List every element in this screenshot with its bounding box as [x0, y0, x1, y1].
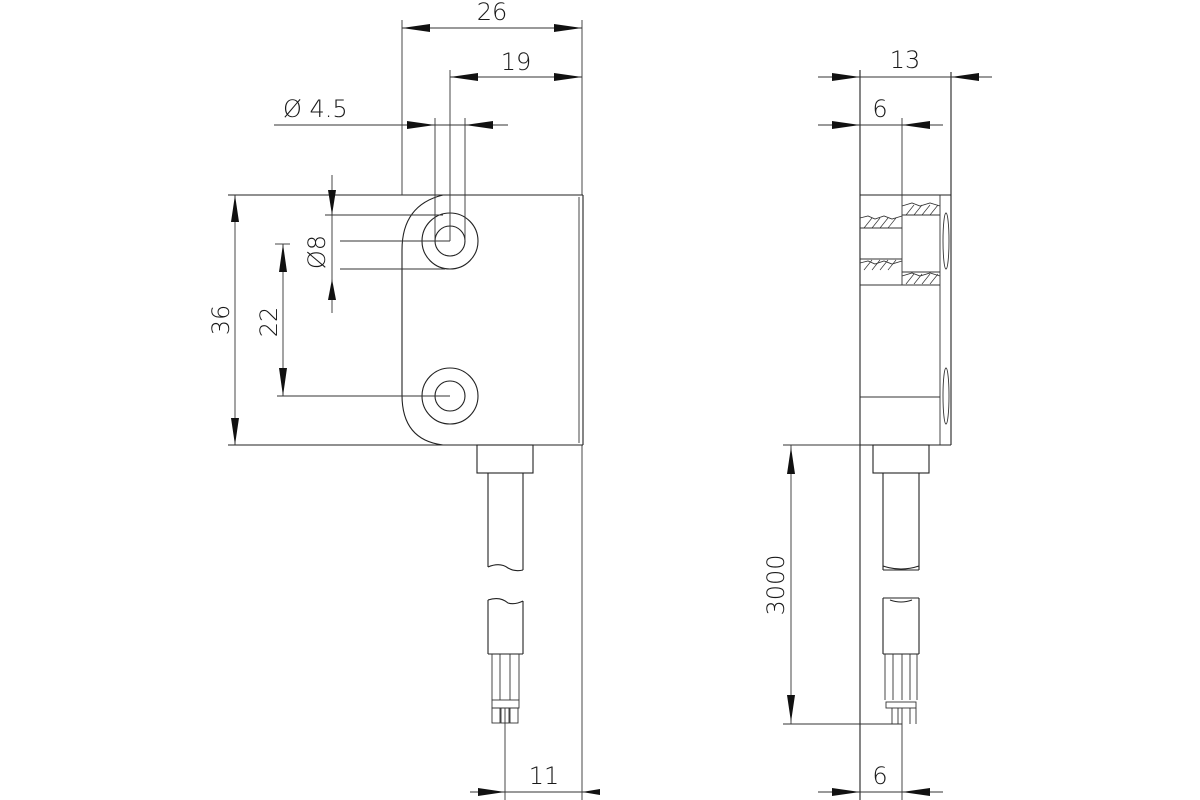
dim-label-6-bottom: 6: [872, 762, 887, 790]
dim-label-diameter-4-5: Ø 4.5: [283, 95, 348, 123]
side-view: 13 6 3000 6: [762, 46, 992, 800]
side-housing-body: [859, 70, 952, 800]
dimension-cable-length: 3000: [762, 444, 902, 725]
dim-label-36: 36: [207, 305, 235, 336]
cable-front: [476, 444, 534, 724]
front-view: 26 19 Ø 4.5 Ø8: [207, 0, 600, 800]
dimension-counterbore-diameter: Ø8: [303, 175, 450, 313]
dimension-overall-height: 36: [207, 195, 239, 445]
dimension-step-depth: 6: [818, 95, 943, 129]
dimension-hole-spacing: 22: [255, 243, 450, 397]
dim-label-13: 13: [890, 46, 921, 74]
dim-label-diameter-8: Ø8: [303, 235, 331, 269]
dim-label-3000: 3000: [762, 554, 790, 615]
dimension-hole-diameter: Ø 4.5: [274, 95, 508, 241]
dim-label-19: 19: [501, 48, 532, 76]
dim-label-26: 26: [477, 0, 508, 26]
dim-label-6-top: 6: [872, 95, 887, 123]
dimension-overall-width: 26: [401, 0, 583, 195]
dim-label-11: 11: [529, 762, 560, 790]
dimension-hole-to-edge: 19: [449, 48, 582, 241]
dim-label-22: 22: [255, 307, 283, 338]
dimension-cable-offset-front: 11: [470, 445, 600, 800]
dimension-cable-offset-side: 6: [818, 708, 943, 800]
cable-side: [872, 444, 930, 724]
section-hatching: [859, 202, 941, 285]
dimension-overall-depth: 13: [818, 46, 992, 81]
housing-body: [228, 194, 584, 446]
